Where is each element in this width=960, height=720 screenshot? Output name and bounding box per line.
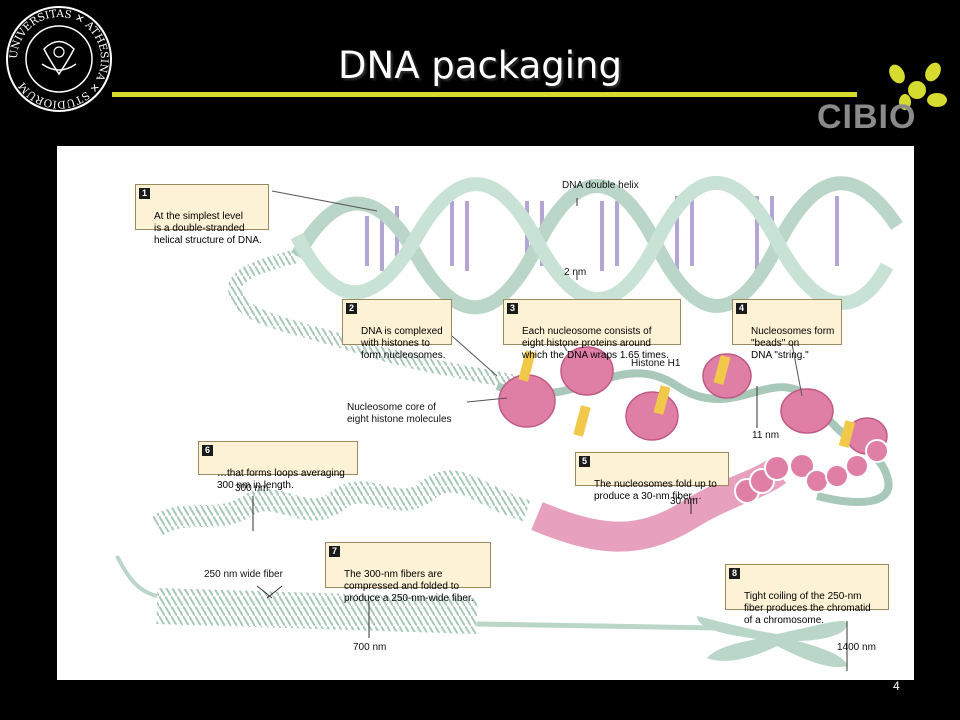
callout-3-number: 3 bbox=[507, 303, 518, 314]
dna-packaging-diagram: 1 At the simplest level is a double-stra… bbox=[57, 146, 914, 680]
slide-title: DNA packaging bbox=[338, 44, 622, 87]
callout-2-text: DNA is complexed with histones to form n… bbox=[361, 326, 446, 361]
callout-1: 1 At the simplest level is a double-stra… bbox=[135, 184, 269, 246]
nucleosome-beads bbox=[498, 346, 888, 455]
callout-1-text: At the simplest level is a double-strand… bbox=[154, 211, 262, 246]
title-underline bbox=[112, 92, 857, 97]
chromosome bbox=[697, 616, 847, 667]
callout-7-text: The 300-nm fibers are compressed and fol… bbox=[344, 569, 474, 604]
dna-double-helix bbox=[290, 176, 903, 315]
logo-text: CIBIO bbox=[817, 98, 916, 134]
callout-6-number: 6 bbox=[202, 445, 213, 456]
label-1400nm: 1400 nm bbox=[837, 642, 876, 653]
label-2nm: 2 nm bbox=[564, 267, 587, 278]
callout-5-text: The nucleosomes fold up to produce a 30-… bbox=[594, 479, 717, 502]
page-number: 4 bbox=[893, 679, 900, 693]
callout-8-number: 8 bbox=[729, 568, 740, 579]
label-250nm-fiber: 250 nm wide fiber bbox=[204, 569, 283, 580]
callout-8-text: Tight coiling of the 250-nm fiber produc… bbox=[744, 591, 871, 626]
label-300nm: 300 nm bbox=[235, 483, 269, 494]
histone-h1-markers bbox=[518, 350, 856, 448]
label-30nm: 30 nm bbox=[670, 496, 698, 507]
callout-4-text: Nucleosomes form "beads" on DNA "string.… bbox=[751, 326, 835, 361]
callout-2: 2 DNA is complexed with histones to form… bbox=[342, 299, 452, 361]
label-histone-h1: Histone H1 bbox=[631, 358, 681, 369]
label-11nm: 11 nm bbox=[752, 430, 780, 441]
callout-5-number: 5 bbox=[579, 456, 590, 467]
callout-1-number: 1 bbox=[139, 188, 150, 199]
label-nucleosome-core: Nucleosome core of eight histone molecul… bbox=[347, 402, 452, 425]
callout-4-number: 4 bbox=[736, 303, 747, 314]
callout-2-number: 2 bbox=[346, 303, 357, 314]
label-dna-double-helix: DNA double helix bbox=[562, 180, 639, 191]
university-seal-icon: UNIVERSITAS ✕ ATHESINA ✕ STUDIORUM bbox=[4, 4, 114, 114]
callout-3-text: Each nucleosome consists of eight histon… bbox=[522, 326, 669, 361]
callout-5: 5 The nucleosomes fold up to produce a 3… bbox=[575, 452, 729, 502]
callout-8: 8 Tight coiling of the 250-nm fiber prod… bbox=[725, 564, 889, 626]
callout-7-number: 7 bbox=[329, 546, 340, 557]
callout-6-text: …that forms loops averaging 300 nm in le… bbox=[217, 468, 345, 491]
callout-6: 6 …that forms loops averaging 300 nm in … bbox=[198, 441, 358, 491]
callout-3: 3 Each nucleosome consists of eight hist… bbox=[503, 299, 681, 361]
label-700nm: 700 nm bbox=[353, 642, 387, 653]
cibio-logo-icon: CIBIO bbox=[815, 62, 955, 136]
callout-7: 7 The 300-nm fibers are compressed and f… bbox=[325, 542, 491, 604]
callout-4: 4 Nucleosomes form "beads" on DNA "strin… bbox=[732, 299, 842, 361]
